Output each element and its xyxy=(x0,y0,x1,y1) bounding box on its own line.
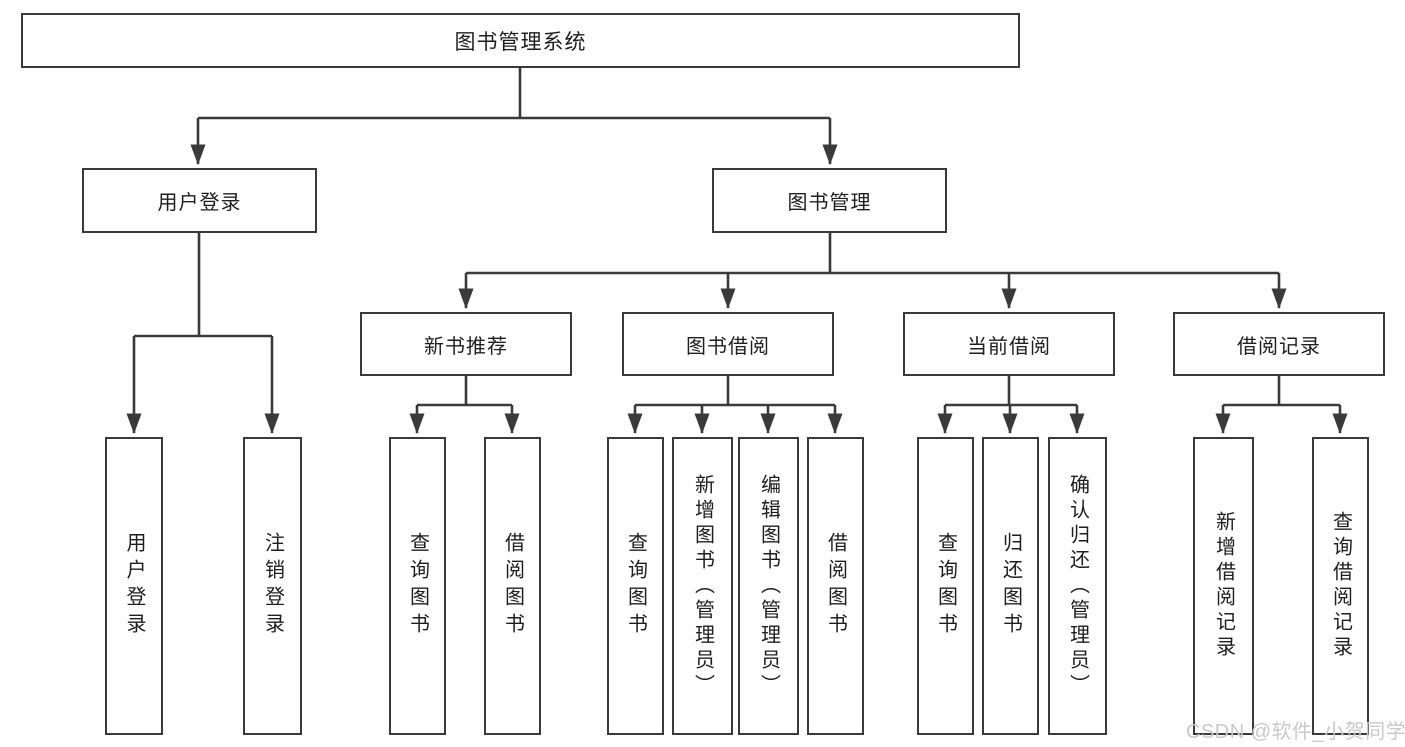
node-new-book-recommend: 新书推荐 xyxy=(360,312,572,376)
node-label: 借阅图书 xyxy=(824,532,847,640)
node-label: 查询图书 xyxy=(406,532,429,640)
node-query-borrow-record: 查询借阅记录 xyxy=(1312,437,1369,735)
node-user-login-leaf: 用户登录 xyxy=(105,437,163,735)
node-label: 当前借阅 xyxy=(967,335,1051,358)
csdn-watermark: CSDN @软件_小贺同学 xyxy=(1186,721,1405,743)
node-root: 图书管理系统 xyxy=(21,13,1020,68)
node-label: 注销登录 xyxy=(261,532,284,640)
node-label: 用户登录 xyxy=(123,532,145,640)
node-current-borrow: 当前借阅 xyxy=(903,312,1115,376)
node-book-management: 图书管理 xyxy=(712,168,947,233)
node-label: 新书推荐 xyxy=(424,335,508,358)
node-add-book-admin: 新增图书（管理员） xyxy=(672,437,733,735)
node-label: 借阅图书 xyxy=(501,532,524,640)
node-borrow-books-recommend: 借阅图书 xyxy=(484,437,541,735)
node-label: 新增借阅记录 xyxy=(1212,511,1235,661)
node-borrow-books-leaf: 借阅图书 xyxy=(807,437,864,735)
node-logout: 注销登录 xyxy=(243,437,302,735)
node-confirm-return-admin: 确认归还（管理员） xyxy=(1048,437,1107,735)
node-user-login: 用户登录 xyxy=(82,168,317,233)
node-label: 图书管理 xyxy=(787,192,872,214)
node-return-book: 归还图书 xyxy=(982,437,1039,735)
node-label: 查询借阅记录 xyxy=(1329,511,1352,661)
node-label: 查询图书 xyxy=(934,532,957,640)
node-query-books-recommend: 查询图书 xyxy=(389,437,446,735)
node-edit-book-admin: 编辑图书（管理员） xyxy=(738,437,799,735)
node-borrow-records: 借阅记录 xyxy=(1173,312,1385,376)
node-label: 查询图书 xyxy=(624,532,647,640)
node-query-books-borrow: 查询图书 xyxy=(607,437,664,735)
node-query-books-current: 查询图书 xyxy=(917,437,974,735)
node-label: 归还图书 xyxy=(999,532,1022,640)
node-label: 编辑图书（管理员） xyxy=(757,473,780,699)
node-book-borrow: 图书借阅 xyxy=(622,312,834,376)
node-root-label: 图书管理系统 xyxy=(454,30,587,54)
node-label: 新增图书（管理员） xyxy=(691,473,714,699)
node-label: 确认归还（管理员） xyxy=(1066,473,1089,699)
node-label: 借阅记录 xyxy=(1237,335,1321,358)
node-label: 图书借阅 xyxy=(686,335,770,358)
node-add-borrow-record: 新增借阅记录 xyxy=(1193,437,1254,735)
node-label: 用户登录 xyxy=(157,192,242,214)
